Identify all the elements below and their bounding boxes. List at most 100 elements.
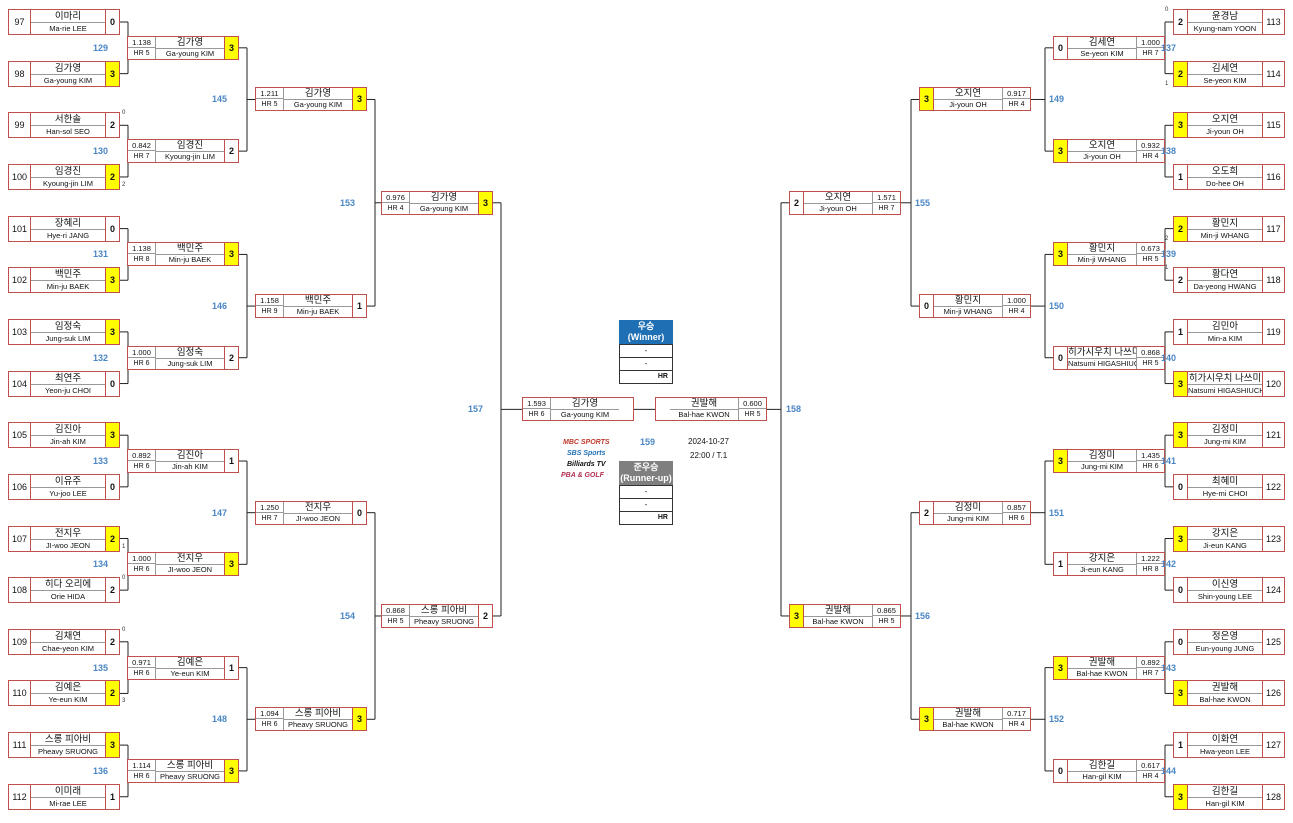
player-name-ko: 히가시우치 나쓰미 [1188,372,1262,385]
high-run: HR 5 [872,615,900,627]
seed-number: 128 [1262,784,1284,809]
high-run: HR 6 [128,667,156,679]
match-score: 3 [224,759,238,782]
average: 1.094 [256,708,284,720]
runner-up-header: 준우승 (Runner-up) [619,461,673,485]
seed-number: 108 [9,578,31,603]
player-name-en: Jin-ah KIM [50,437,86,447]
match-score: 0 [105,216,119,241]
average: 1.138 [128,243,156,255]
seed-number: 104 [9,371,31,396]
average: 1.000 [1136,36,1164,48]
seed-number: 123 [1262,526,1284,551]
seed-number: 116 [1262,164,1284,189]
match-score: 2 [1174,216,1188,241]
player-name-en: Orie HIDA [50,592,86,602]
average: 1.138 [128,36,156,48]
player-name-ko: 황민지 [934,295,1002,308]
high-run: HR 9 [256,306,284,318]
player-name-ko: 전지우 [156,553,224,566]
match-score: 1 [1054,553,1068,576]
player-name-en: Min-ju BAEK [168,255,212,265]
winner-title: 우승 [637,321,655,331]
match-number: 134 [92,559,108,570]
high-run: HR 6 [128,461,156,473]
player-name-en: JI-woo JEON [295,513,341,523]
player-name-en: Hye-mi CHOI [1202,488,1248,498]
player-name-en: Ji-youn OH [1206,127,1244,137]
match-number: 129 [92,42,108,53]
average: 0.892 [1136,656,1164,668]
match-number: 151 [1049,507,1065,518]
player-name-ko: 오지연 [1188,113,1262,127]
player-name-ko: 김한길 [1068,760,1136,772]
high-run: HR 4 [1002,719,1030,731]
player-name-en: Han-gil KIM [1082,771,1122,781]
player-name-en: Min-ju BAEK [296,307,340,317]
match-score: 2 [224,346,238,369]
match-score: 3 [1174,423,1188,448]
average: 1.000 [128,346,156,358]
seed-number: 102 [9,268,31,293]
average: 1.158 [256,295,284,307]
seed-number: 101 [9,216,31,241]
match-number: 155 [915,197,931,208]
high-run: HR 4 [1136,770,1164,782]
player-name-ko: 권발해 [804,605,872,617]
player-name-en: Bal-hae KWON [1199,695,1251,705]
match-score: 0 [105,10,119,34]
match-number: 145 [211,94,227,105]
seed-number: 114 [1262,61,1284,86]
shootout-score: 0 [122,575,126,582]
player-name-en: Ga-young KIM [293,100,343,110]
player-name-ko: 이마리 [31,10,105,23]
match-number: 141 [1161,456,1177,467]
player-name-ko: 윤경남 [1188,10,1262,23]
player-name-en: Ma-rie LEE [49,24,87,33]
match-number: 147 [211,507,227,518]
player-name-ko: 김진아 [31,423,105,437]
high-run: HR 6 [1002,512,1030,524]
match-number: 135 [92,662,108,673]
player-name-ko: 히다 오리에 [31,578,105,592]
match-score: 3 [105,268,119,293]
player-name-en: Ga-young KIM [560,410,610,420]
player-name-en: Ga-young KIM [419,203,469,213]
high-run: HR 6 [256,719,284,731]
match-score: 3 [1174,371,1188,396]
seed-number: 118 [1262,268,1284,293]
match-number: 152 [1049,714,1065,725]
match-score: 1 [105,784,119,809]
match-score: 3 [105,733,119,758]
pba-golf-logo: PBA & GOLF [561,472,604,479]
seed-number: 97 [9,10,31,34]
match-number: 156 [915,610,931,621]
shootout-score: 1 [1165,265,1169,272]
match-number: 143 [1161,662,1177,673]
player-name-ko: 최연주 [31,372,105,385]
player-name-ko: 김민아 [1188,320,1262,333]
high-run: HR 7 [872,202,900,214]
match-number: 158 [786,404,802,415]
average: 0.971 [128,656,156,668]
player-name-ko: 임경진 [31,165,105,178]
player-name-en: Min-ji WHANG [1200,230,1250,240]
final-time: 22:00 / T.1 [690,451,728,460]
player-name-ko: 스롱 피아비 [410,605,478,617]
match-number: 131 [92,249,108,260]
